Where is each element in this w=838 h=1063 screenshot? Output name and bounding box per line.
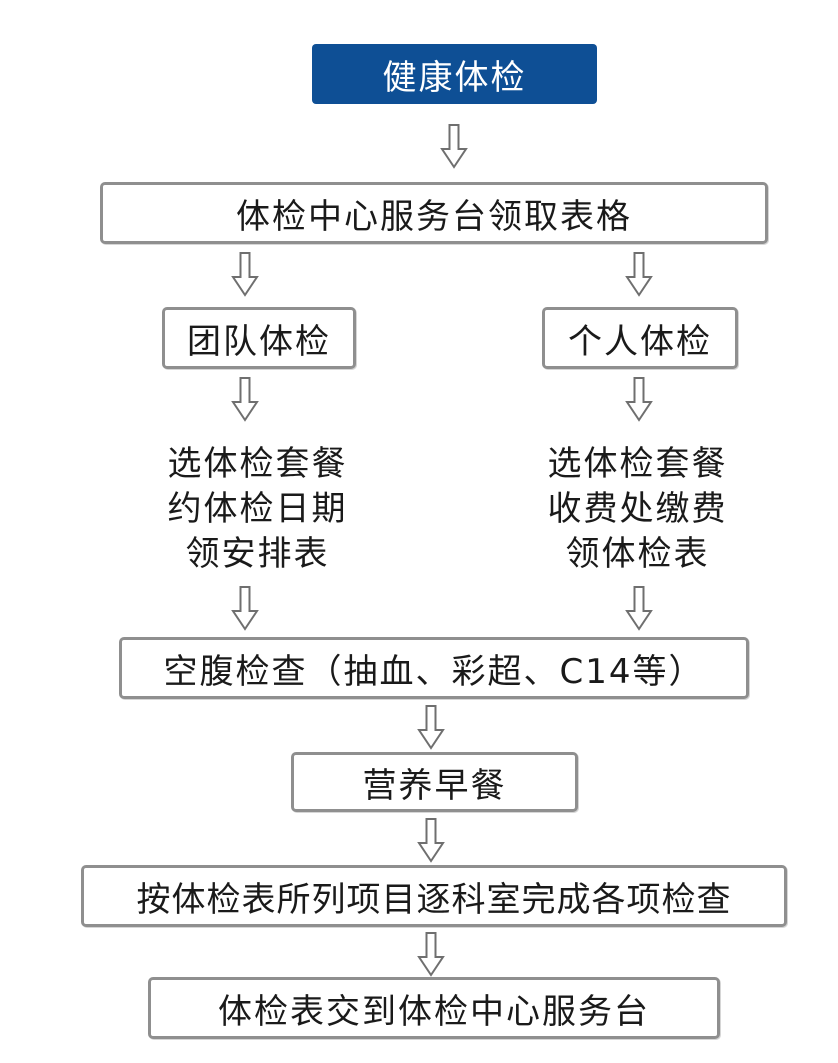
hollow-down-arrow-icon	[231, 377, 259, 422]
hollow-down-arrow-icon	[231, 586, 259, 631]
hollow-down-arrow-icon	[417, 705, 445, 750]
group-step-item: 约体检日期	[167, 489, 348, 529]
individual-step-item: 领体检表	[565, 534, 710, 574]
group-step-item: 选体检套餐	[167, 444, 348, 484]
hollow-down-arrow-icon	[440, 124, 468, 169]
hollow-down-arrow-icon	[417, 932, 445, 977]
individual-exam-box: 个人体检	[542, 307, 738, 369]
fasting-exam-text: 空腹检查（抽血、彩超、C14等）	[163, 651, 705, 692]
individual-step-item: 选体检套餐	[547, 444, 728, 484]
individual-step-item: 收费处缴费	[547, 489, 728, 529]
return-form-box: 体检表交到体检中心服务台	[148, 977, 720, 1039]
department-exams-text: 按体检表所列项目逐科室完成各项检查	[136, 879, 732, 920]
individual-steps: 选体检套餐 收费处缴费 领体检表	[525, 442, 750, 577]
hollow-down-arrow-icon	[625, 586, 653, 631]
pickup-form-box: 体检中心服务台领取表格	[100, 182, 768, 244]
breakfast-text: 营养早餐	[362, 765, 507, 806]
department-exams-box: 按体检表所列项目逐科室完成各项检查	[81, 865, 787, 927]
fasting-exam-box: 空腹检查（抽血、彩超、C14等）	[119, 637, 749, 699]
group-step-item: 领安排表	[185, 534, 330, 574]
breakfast-box: 营养早餐	[291, 752, 578, 812]
group-steps: 选体检套餐 约体检日期 领安排表	[145, 442, 370, 577]
return-form-text: 体检表交到体检中心服务台	[218, 991, 650, 1032]
flow-title-box: 健康体检	[312, 44, 597, 104]
pickup-form-text: 体检中心服务台领取表格	[236, 196, 632, 237]
hollow-down-arrow-icon	[625, 252, 653, 297]
group-exam-label: 团队体检	[187, 321, 331, 362]
hollow-down-arrow-icon	[231, 252, 259, 297]
hollow-down-arrow-icon	[625, 377, 653, 422]
group-exam-box: 团队体检	[162, 307, 356, 369]
flow-title: 健康体检	[382, 57, 527, 98]
hollow-down-arrow-icon	[417, 818, 445, 863]
individual-exam-label: 个人体检	[568, 321, 712, 362]
